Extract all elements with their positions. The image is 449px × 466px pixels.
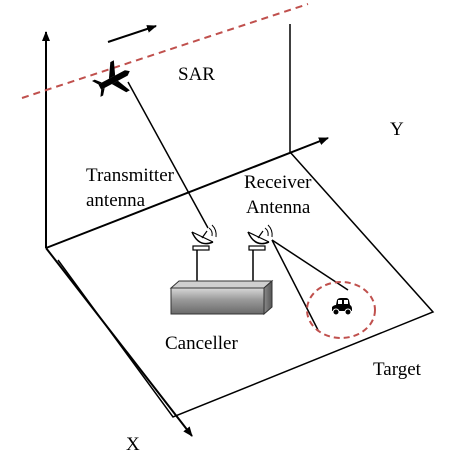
target-ring xyxy=(306,281,376,339)
car-icon xyxy=(332,298,352,316)
target-label: Target xyxy=(373,359,422,380)
canceller-label: Canceller xyxy=(165,333,238,354)
receiver-label-line2: Antenna xyxy=(246,197,311,218)
receiver-beam-lower xyxy=(271,239,319,331)
sar-label: SAR xyxy=(178,64,215,85)
canceller-box xyxy=(169,279,274,316)
x-axis xyxy=(45,247,193,437)
motion-arrow-icon xyxy=(107,25,157,43)
aircraft-icon xyxy=(91,60,130,97)
transmitter-label-line1: Transmitter xyxy=(86,165,175,186)
ground-plane xyxy=(57,151,435,418)
satellite-dish-icon xyxy=(247,224,273,251)
x-axis-label: X xyxy=(126,434,140,455)
transmitter-label-line2: antenna xyxy=(86,190,146,211)
aircraft-to-transmitter-line xyxy=(127,81,209,229)
satellite-dish-icon xyxy=(191,224,217,251)
y-axis-label: Y xyxy=(390,119,404,140)
y-axis xyxy=(45,137,329,249)
flight-path xyxy=(21,3,309,99)
receiver-label-line1: Receiver xyxy=(244,172,312,193)
